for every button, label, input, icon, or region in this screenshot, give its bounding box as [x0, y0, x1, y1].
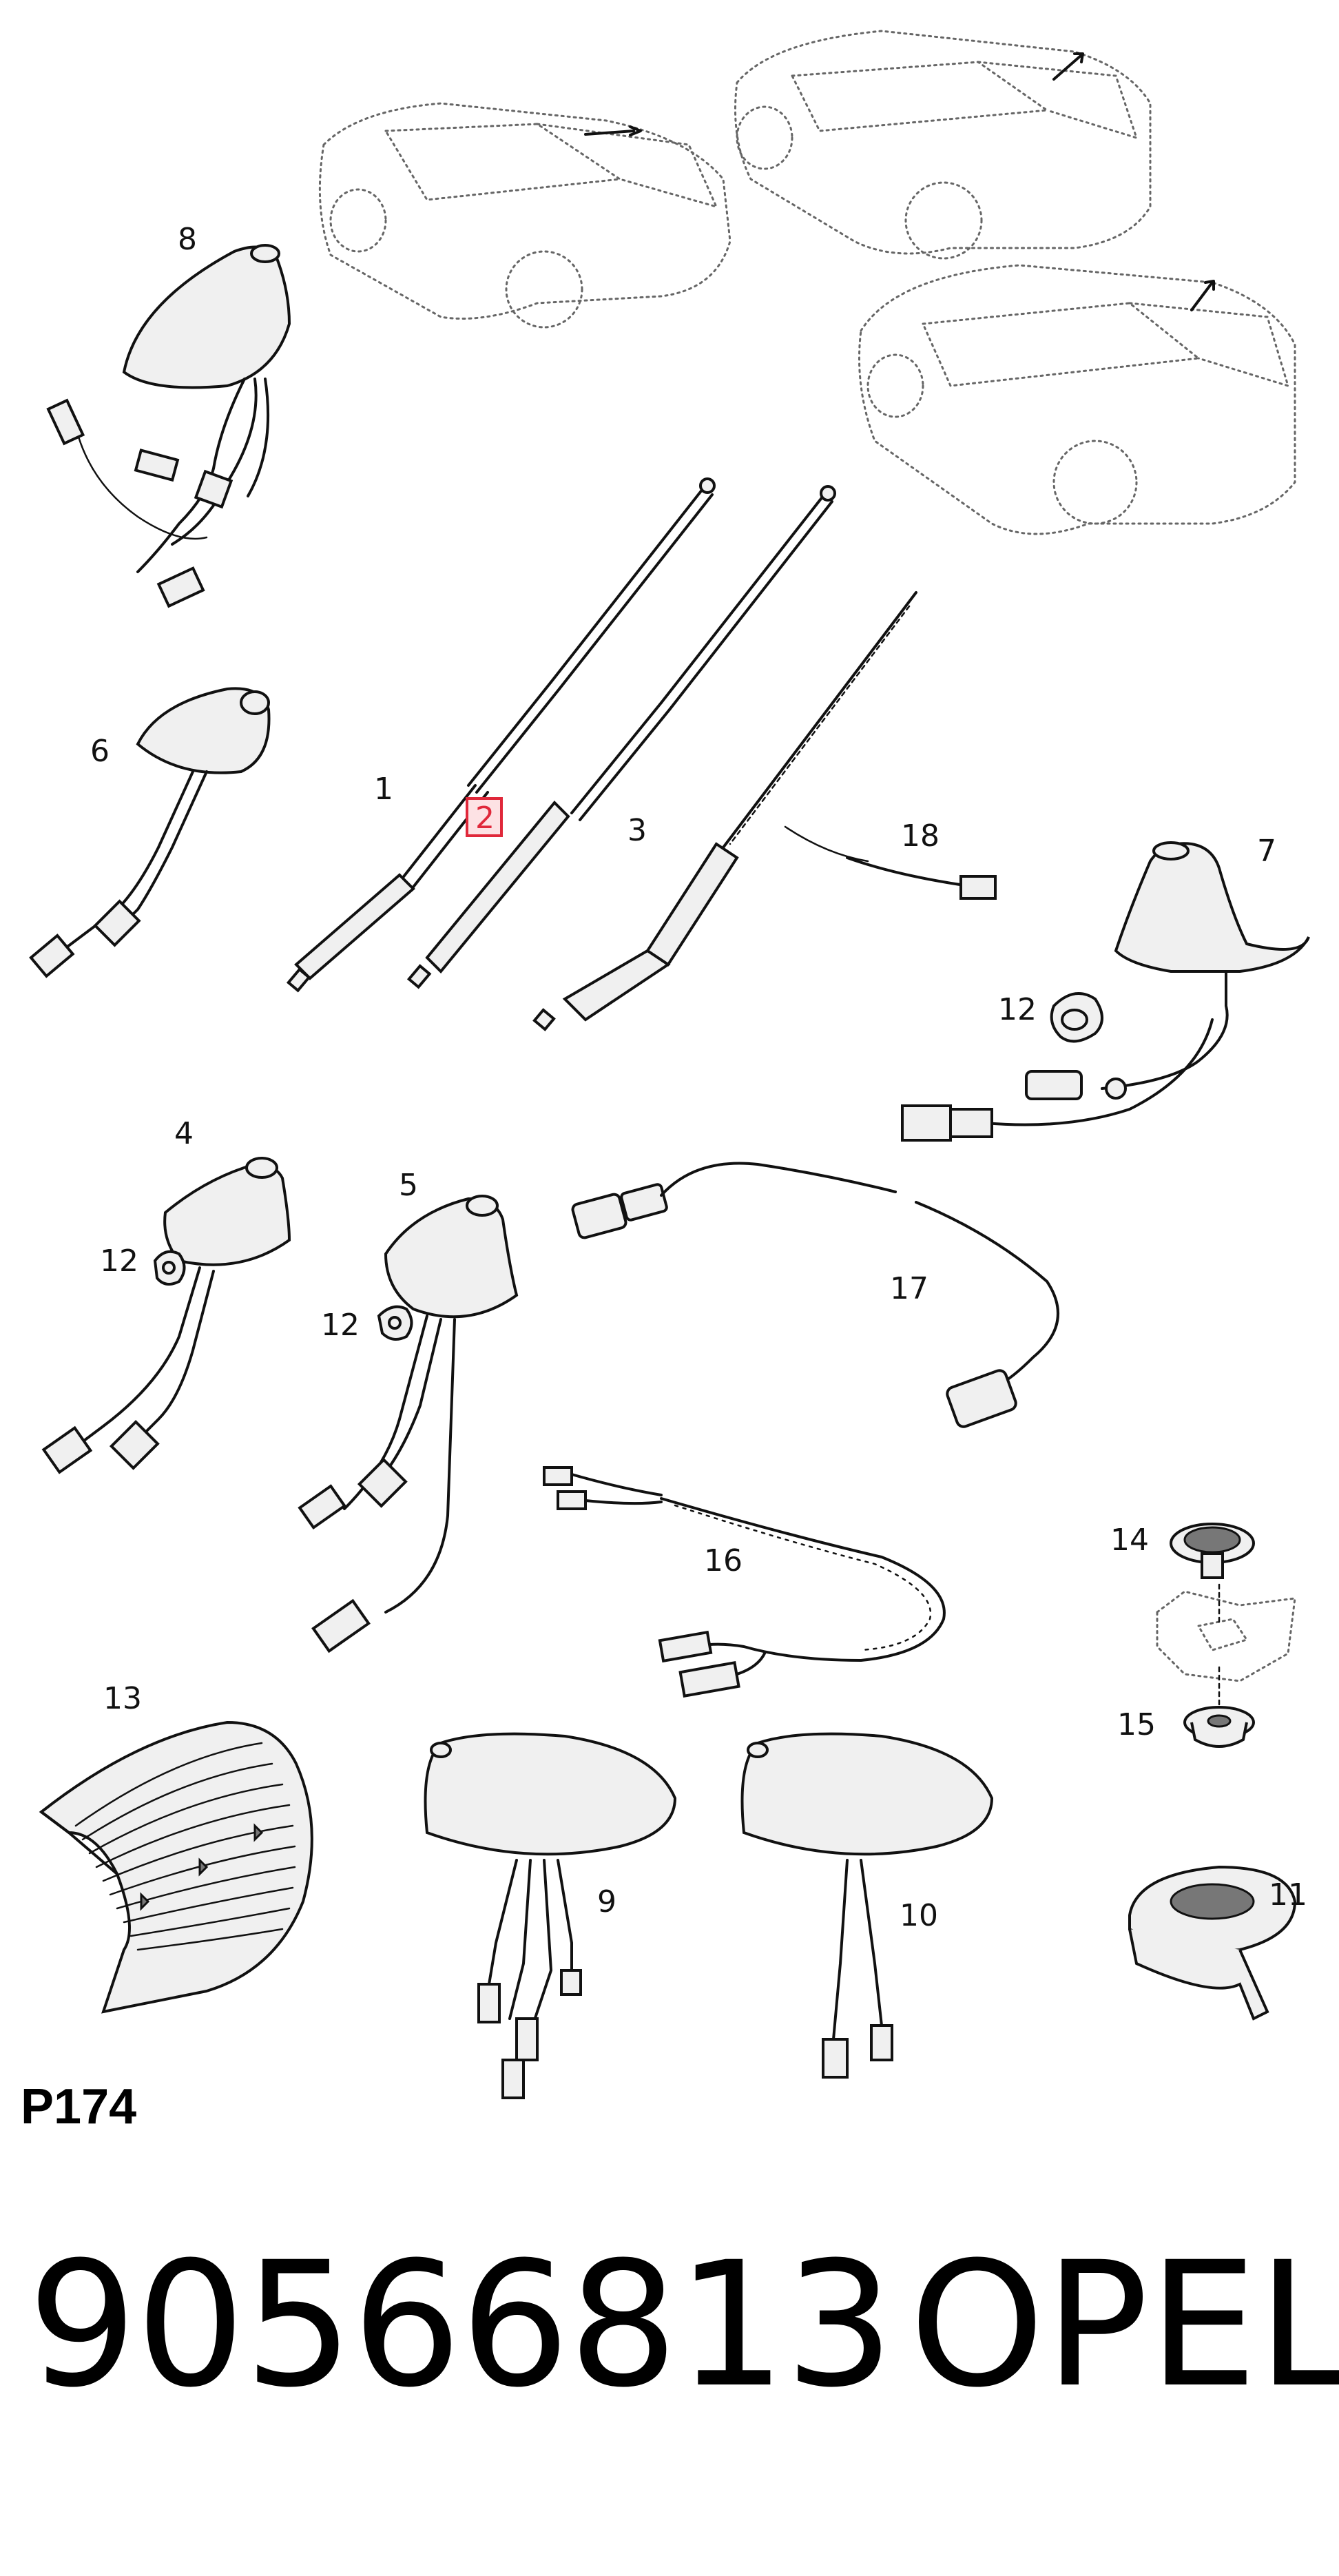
part-9-shark-fin	[424, 1732, 677, 2099]
vehicle-hatchback	[318, 102, 731, 329]
callout-1: 1	[374, 772, 393, 807]
part-number: 90566813	[28, 2225, 894, 2425]
callout-14: 14	[1110, 1523, 1149, 1558]
callout-5: 5	[399, 1168, 418, 1203]
callout-8: 8	[178, 222, 197, 257]
callout-9: 9	[597, 1884, 616, 1919]
part-12-nut-b	[153, 1250, 186, 1286]
part-11-pad	[1128, 1865, 1297, 2021]
brand-name: OPEL	[909, 2225, 1339, 2425]
callout-4: 4	[174, 1116, 194, 1151]
part-17-coax-lead	[571, 1162, 1059, 1428]
vehicle-mpv	[858, 264, 1296, 535]
part-10-shark-fin	[740, 1732, 994, 2079]
part-7-antenna-base	[901, 841, 1310, 1142]
part-5-antenna-base	[298, 1195, 519, 1653]
part-4-antenna-base	[41, 1157, 291, 1474]
part-8-roof-antenna	[46, 244, 291, 608]
callout-3: 3	[627, 813, 647, 848]
part-16-harness	[543, 1466, 946, 1698]
roof-panel-section	[1156, 1583, 1296, 1710]
callout-10: 10	[900, 1898, 938, 1933]
part-2-mast	[406, 485, 836, 989]
callout-12-a: 12	[998, 992, 1037, 1027]
part-6-antenna-base	[29, 687, 271, 978]
part-18-cable	[784, 825, 997, 900]
callout-18: 18	[901, 818, 940, 854]
part-13-cover	[39, 1720, 313, 2014]
callout-17: 17	[890, 1271, 928, 1306]
callout-2: 2	[475, 801, 495, 836]
part-14-grommet	[1170, 1523, 1255, 1579]
callout-7: 7	[1257, 834, 1276, 869]
callout-12-c: 12	[321, 1308, 360, 1343]
callout-2-highlight-box	[466, 797, 503, 837]
callout-16: 16	[704, 1543, 743, 1578]
part-1-mast	[286, 477, 716, 993]
callout-15: 15	[1117, 1707, 1156, 1742]
page-reference: P174	[21, 2079, 136, 2134]
callout-6: 6	[90, 734, 110, 769]
callout-11: 11	[1269, 1877, 1307, 1913]
part-3-flexible-mast	[532, 591, 917, 1031]
callout-13: 13	[103, 1681, 142, 1716]
part-15-nut	[1183, 1706, 1255, 1748]
part-12-nut-c	[377, 1305, 413, 1341]
callout-12-b: 12	[100, 1244, 138, 1279]
part-12-nut-a	[1050, 992, 1103, 1043]
vehicle-estate	[734, 30, 1152, 260]
